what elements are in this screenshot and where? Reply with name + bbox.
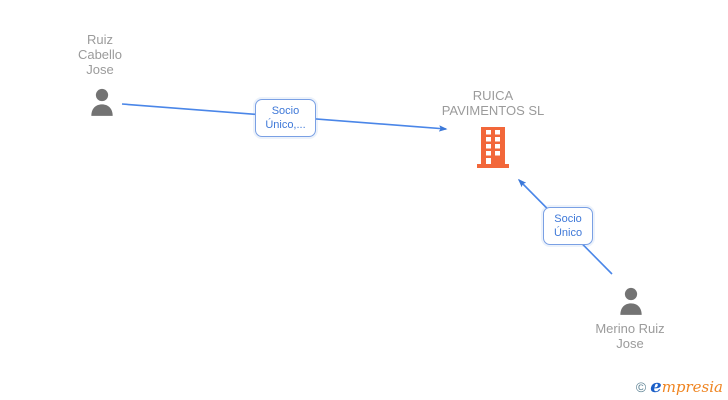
person-icon (91, 88, 113, 116)
logo-text: mpresia (661, 378, 723, 396)
person-icon (620, 287, 642, 315)
person1-icon[interactable] (86, 86, 118, 119)
copyright-icon: © (635, 379, 647, 395)
person1-name[interactable]: Ruiz Cabello Jose (77, 32, 123, 77)
building-icon (477, 127, 509, 168)
company-name[interactable]: RUICA PAVIMENTOS SL (441, 88, 545, 118)
logo-letter-e: e (650, 376, 662, 397)
edge1-label: Socio Único,... (255, 99, 316, 137)
empresia-logo[interactable]: © e mpresia (636, 378, 723, 396)
person2-icon[interactable] (615, 285, 647, 318)
company-icon[interactable] (476, 127, 510, 168)
edge2-label: Socio Único (543, 207, 593, 245)
person2-name[interactable]: Merino Ruiz Jose (595, 321, 665, 351)
